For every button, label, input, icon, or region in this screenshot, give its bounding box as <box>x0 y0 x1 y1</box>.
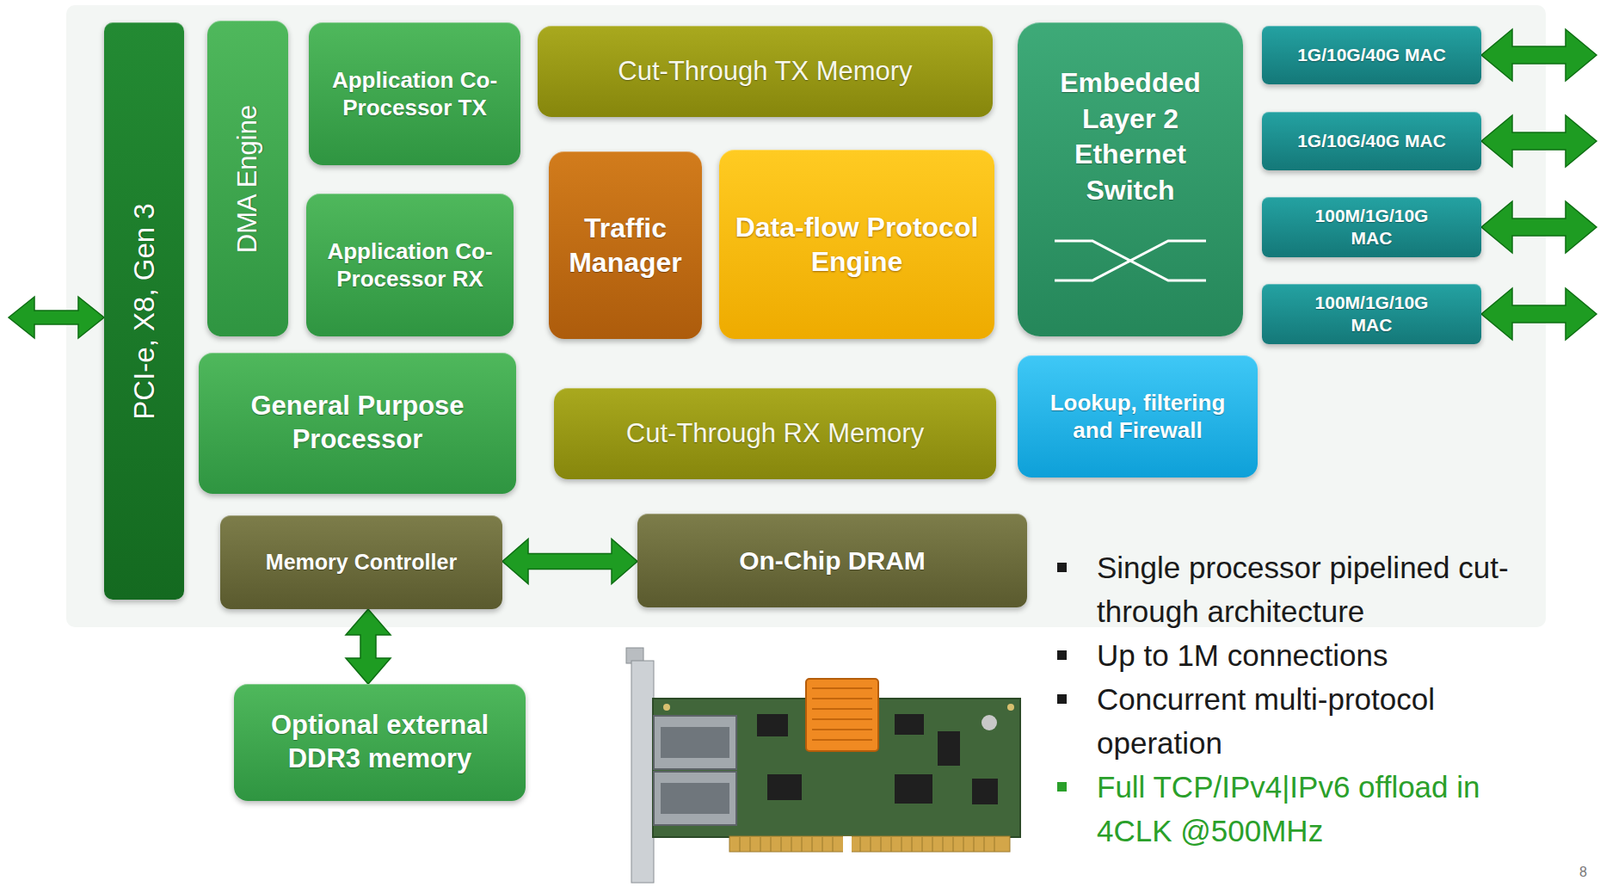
node-label: 100M/1G/10G MAC <box>1303 204 1441 251</box>
node-label: 1G/10G/40G MAC <box>1297 43 1447 67</box>
node-label: 1G/10G/40G MAC <box>1297 129 1447 153</box>
mac-port: 1G/10G/40G MAC <box>1261 111 1482 171</box>
engine-block: Data-flow Protocol Engine <box>719 149 995 339</box>
controller-block: Memory Controller <box>220 515 503 610</box>
processor-block: General Purpose Processor <box>198 352 517 494</box>
manager-block: Traffic Manager <box>548 151 702 339</box>
port-arrow <box>1481 29 1597 81</box>
mac-port: 1G/10G/40G MAC <box>1261 25 1482 85</box>
bus-bar: PCI-e, X8, Gen 3 <box>104 22 185 600</box>
memory-block: On-Chip DRAM <box>637 513 1028 608</box>
node-label: Application Co-Processor TX <box>315 66 514 123</box>
node-label: PCI-e, X8, Gen 3 <box>128 203 161 419</box>
node-label: Application Co-Processor RX <box>313 237 507 294</box>
switch-symbol <box>1054 232 1207 290</box>
node-label: Memory Controller <box>265 548 457 576</box>
bullet-text: Single processor pipelined cut-through a… <box>1096 545 1545 634</box>
switch-line <box>1054 240 1207 281</box>
memory-block: Cut-Through TX Memory <box>537 25 993 117</box>
node-label: DMA Engine <box>232 104 264 253</box>
node-label: Traffic Manager <box>555 210 696 280</box>
bullet-text: Up to 1M connections <box>1096 633 1545 677</box>
memory-block: Cut-Through RX Memory <box>553 387 997 480</box>
node-label: Embedded Layer 2 Ethernet Switch <box>1040 65 1221 209</box>
node-label: Optional external DDR3 memory <box>246 708 514 776</box>
bullet-text: Full TCP/IPv4|IPv6 offload in 4CLK @500M… <box>1096 764 1545 853</box>
processor-block: Application Co-Processor RX <box>306 193 514 337</box>
node-label: General Purpose Processor <box>207 389 509 457</box>
filter-block: Lookup, filtering and Firewall <box>1017 355 1258 478</box>
double-arrow <box>502 539 638 585</box>
switch-line <box>1054 240 1207 281</box>
nic-card-illustration <box>626 647 1021 883</box>
pcie-io-arrow <box>8 296 105 339</box>
node-label: On-Chip DRAM <box>738 544 926 578</box>
port-arrow <box>1481 115 1597 167</box>
engine-block: DMA Engine <box>207 20 289 337</box>
node-label: Data-flow Protocol Engine <box>727 209 986 279</box>
double-arrow <box>345 609 391 684</box>
page-number: 8 <box>1579 863 1597 880</box>
port-arrow <box>1481 288 1597 340</box>
node-label: 100M/1G/10G MAC <box>1303 291 1441 338</box>
node-label: Cut-Through TX Memory <box>617 55 912 89</box>
mac-port: 100M/1G/10G MAC <box>1261 196 1482 258</box>
mac-port: 100M/1G/10G MAC <box>1261 283 1482 345</box>
switch-block: Embedded Layer 2 Ethernet Switch <box>1017 22 1244 337</box>
memory-block: Optional external DDR3 memory <box>233 683 526 801</box>
processor-block: Application Co-Processor TX <box>308 22 521 166</box>
bullet-text: Concurrent multi-protocol operation <box>1096 676 1545 765</box>
node-label: Lookup, filtering and Firewall <box>1039 388 1237 445</box>
node-label: Cut-Through RX Memory <box>626 417 924 451</box>
port-arrow <box>1481 201 1597 253</box>
